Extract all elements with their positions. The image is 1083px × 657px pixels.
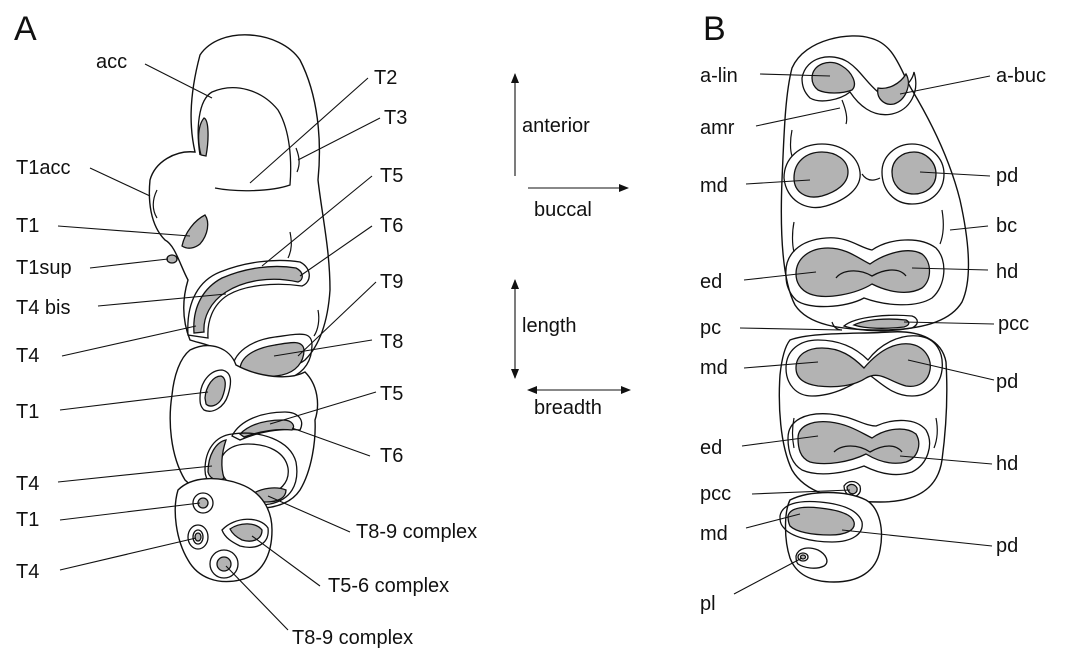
label-t1sup: T1sup xyxy=(16,257,72,279)
leader-t89-complex-lower xyxy=(226,566,288,630)
label-md-upper: md xyxy=(700,175,728,197)
label-hd-lower: hd xyxy=(996,453,1018,475)
label-buccal: buccal xyxy=(534,199,592,221)
label-t1-middle: T1 xyxy=(16,401,39,423)
panel-letter-a: A xyxy=(14,10,37,48)
label-pl: pl xyxy=(700,593,716,615)
label-t4-middle: T4 xyxy=(16,473,39,495)
label-md-middle: md xyxy=(700,357,728,379)
label-t8: T8 xyxy=(380,331,403,353)
label-a-lin: a-lin xyxy=(700,65,738,87)
upper-tooth-outline xyxy=(149,35,330,370)
panel-letter-b: B xyxy=(703,10,726,48)
label-t5-middle: T5 xyxy=(380,383,403,405)
label-pd-middle: pd xyxy=(996,371,1018,393)
label-t6-middle: T6 xyxy=(380,445,403,467)
label-anterior: anterior xyxy=(522,115,590,137)
label-pc: pc xyxy=(700,317,721,339)
label-t1acc: T1acc xyxy=(16,157,70,179)
label-a-buc: a-buc xyxy=(996,65,1046,87)
panel-b-tooth-row: a-lin a-buc amr md pd bc ed hd pc pcc md… xyxy=(700,36,1046,615)
label-t6-upper: T6 xyxy=(380,215,403,237)
label-t1-upper: T1 xyxy=(16,215,39,237)
panel-a-tooth-row: acc T2 T3 T1acc T5 T1 T6 T1sup T9 T4 bis… xyxy=(16,35,477,649)
leader-t1acc xyxy=(90,168,150,196)
label-bc: bc xyxy=(996,215,1017,237)
label-t1-lower: T1 xyxy=(16,509,39,531)
label-t89-complex-middle: T8-9 complex xyxy=(356,521,477,543)
label-t4-lower: T4 xyxy=(16,561,39,583)
label-amr: amr xyxy=(700,117,735,139)
label-pd-upper: pd xyxy=(996,165,1018,187)
orientation-key: anterior buccal length breadth xyxy=(515,74,630,419)
leader-t4-lower xyxy=(60,538,196,570)
t1sup-dentine xyxy=(167,255,177,263)
leader-t1sup xyxy=(90,259,168,268)
label-breadth: breadth xyxy=(534,397,602,419)
label-t9: T9 xyxy=(380,271,403,293)
leader-pc xyxy=(740,328,842,330)
label-t56-complex: T5-6 complex xyxy=(328,575,449,597)
label-md-lower: md xyxy=(700,523,728,545)
label-length: length xyxy=(522,315,577,337)
label-ed-upper: ed xyxy=(700,271,722,293)
leader-pl xyxy=(734,558,802,594)
label-t89-complex-lower: T8-9 complex xyxy=(292,627,413,649)
label-pcc-lower: pcc xyxy=(700,483,731,505)
label-acc: acc xyxy=(96,51,127,73)
label-t3: T3 xyxy=(384,107,407,129)
label-pd-lower: pd xyxy=(996,535,1018,557)
leader-t4-upper xyxy=(62,326,196,356)
label-t5-upper: T5 xyxy=(380,165,403,187)
label-t2: T2 xyxy=(374,67,397,89)
lower-t4-dentine xyxy=(195,533,201,541)
label-ed-lower: ed xyxy=(700,437,722,459)
leader-a-buc xyxy=(900,76,990,94)
label-pcc-upper: pcc xyxy=(998,313,1029,335)
leader-t89-complex-middle xyxy=(268,496,350,532)
label-t4-upper: T4 xyxy=(16,345,39,367)
label-hd-upper: hd xyxy=(996,261,1018,283)
label-t4bis: T4 bis xyxy=(16,297,70,319)
